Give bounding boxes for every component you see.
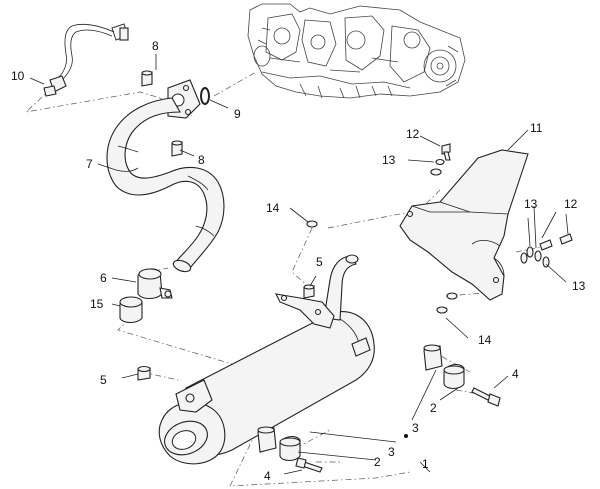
part-4-bolts [295,387,501,473]
callout-9: 9 [234,107,241,121]
callout-7: 7 [86,157,93,171]
callout-14-top: 14 [266,201,280,215]
callout-8-top: 8 [152,39,159,53]
callout-2-lower: 2 [374,455,381,469]
callout-8-bottom: 8 [198,153,205,167]
callout-3-lower: 3 [388,445,395,459]
part-15-sleeve [119,296,143,324]
callout-labels: 8 10 9 7 8 14 5 6 15 5 12 13 11 12 13 13… [11,39,586,483]
callout-3-right: 3 [412,421,419,435]
callout-11: 11 [530,121,543,135]
part-14-washers [306,220,458,314]
callout-4-lower: 4 [264,469,271,483]
part-10-lambda-sensor [43,23,129,97]
callout-4-right: 4 [512,367,519,381]
callout-5-upper: 5 [316,255,323,269]
callout-2-right: 2 [430,401,437,415]
callout-13-top: 13 [382,153,396,167]
callout-13-right: 13 [524,197,538,211]
parts-12-13-fasteners [430,143,573,268]
part-8-bushings [141,70,183,157]
engine-block [247,3,466,99]
part-7-header-pipe [106,79,225,273]
parts-2-3-mounts [257,344,465,462]
callout-1: 1 [422,457,429,471]
part-11-heat-shield [399,149,529,301]
callout-13-lower: 13 [572,279,586,293]
callout-12-right: 12 [564,197,578,211]
callout-12-top: 12 [406,127,420,141]
part-5-spacers [137,284,315,381]
callout-15: 15 [90,297,104,311]
callout-10: 10 [11,69,25,83]
part-1-muffler [158,254,408,465]
callout-6: 6 [100,271,107,285]
callout-14-right: 14 [478,333,492,347]
leader-lines [29,54,569,475]
callout-5-lower: 5 [100,373,107,387]
part-6-clamp [137,268,173,300]
part-9-gasket [200,87,210,105]
